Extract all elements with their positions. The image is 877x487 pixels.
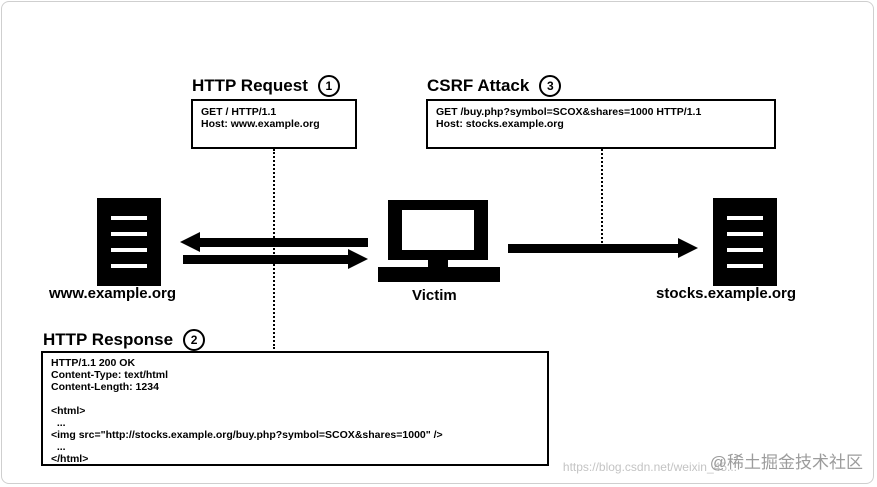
csrf-attack-step-number: 3 — [539, 75, 562, 97]
http-response-title-group: HTTP Response 2 — [43, 329, 206, 351]
server-slot — [111, 264, 147, 268]
http-request-title: HTTP Request — [192, 76, 308, 95]
http-request-step-number: 1 — [317, 75, 340, 97]
web-server-label: www.example.org — [49, 285, 176, 302]
attack-arrow-right — [508, 238, 698, 258]
csrf-attack-line-2: Host: stocks.example.org — [436, 118, 564, 130]
keyboard — [378, 267, 500, 282]
http-request-line-2: Host: www.example.org — [201, 118, 320, 130]
stocks-server-label: stocks.example.org — [656, 285, 797, 302]
server-slot — [111, 216, 147, 220]
http-request-line-1: GET / HTTP/1.1 — [201, 106, 277, 118]
victim-label: Victim — [412, 287, 457, 304]
csrf-attack-line-1: GET /buy.php?symbol=SCOX&shares=1000 HTT… — [436, 106, 702, 118]
response-line-6: ... — [51, 417, 66, 429]
response-arrow-left — [180, 232, 368, 252]
http-response-box: HTTP/1.1 200 OK Content-Type: text/html … — [41, 351, 549, 466]
server-slot — [727, 248, 763, 252]
response-line-4 — [51, 393, 539, 405]
csrf-attack-box: GET /buy.php?symbol=SCOX&shares=1000 HTT… — [426, 99, 776, 149]
request-arrow-right — [183, 249, 368, 269]
server-slot — [727, 264, 763, 268]
http-response-step-number: 2 — [183, 329, 206, 351]
web-server-icon — [97, 198, 161, 286]
server-slot — [727, 216, 763, 220]
monitor-screen — [402, 210, 474, 250]
response-line-8: ... — [51, 441, 66, 453]
monitor-stand — [428, 260, 448, 267]
response-line-2: Content-Type: text/html — [51, 369, 169, 381]
http-request-box: GET / HTTP/1.1 Host: www.example.org — [191, 99, 357, 149]
server-slot — [727, 232, 763, 236]
server-slot — [111, 248, 147, 252]
site-watermark: @稀土掘金技术社区 — [709, 453, 863, 472]
csrf-attack-title-group: CSRF Attack 3 — [427, 75, 562, 97]
server-slot — [111, 232, 147, 236]
response-line-1: HTTP/1.1 200 OK — [51, 357, 136, 369]
response-line-3: Content-Length: 1234 — [51, 381, 159, 393]
http-response-title: HTTP Response — [43, 330, 174, 349]
request-connector-line — [273, 149, 275, 349]
response-line-9: </html> — [51, 453, 89, 465]
csdn-watermark: https://blog.csdn.net/weixin_45... — [562, 460, 737, 474]
http-request-title-group: HTTP Request 1 — [192, 75, 340, 97]
csrf-attack-title: CSRF Attack — [427, 76, 530, 95]
attack-connector-line — [601, 149, 603, 247]
response-line-5: <html> — [51, 405, 86, 417]
stocks-server-icon — [713, 198, 777, 286]
response-line-7: <img src="http://stocks.example.org/buy.… — [51, 429, 443, 441]
monitor — [388, 200, 488, 260]
